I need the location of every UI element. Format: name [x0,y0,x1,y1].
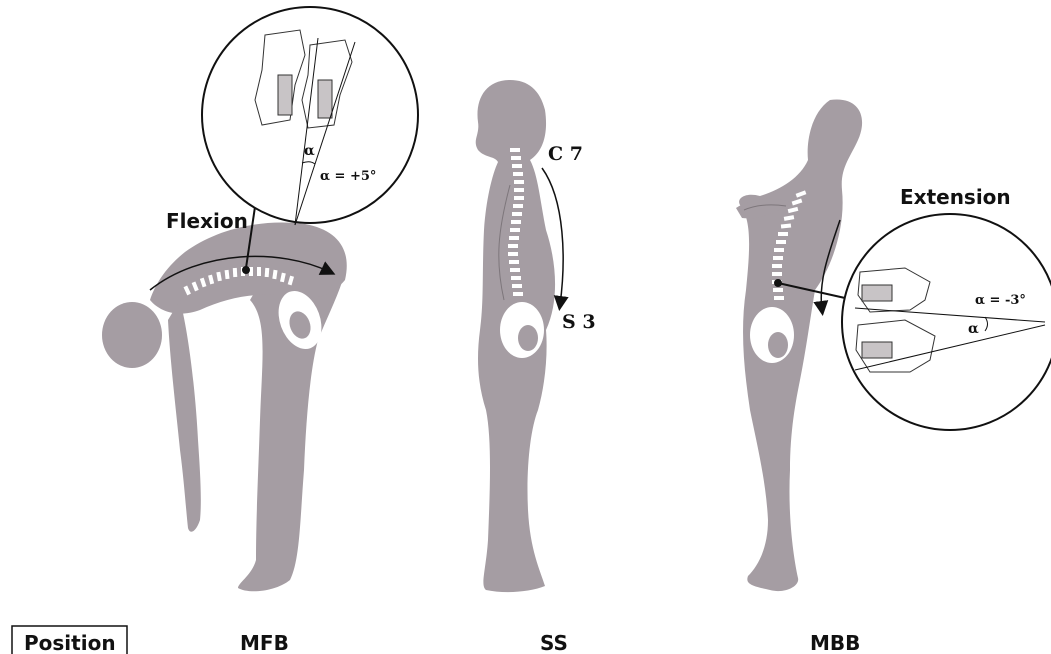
figure-ss: C 7 S 3 [476,80,596,592]
mfb-arm [168,300,201,532]
mbb-alpha-symbol: α [968,321,979,337]
mbb-alpha-value: α = -3° [975,293,1026,308]
col-ss: SS [540,631,568,654]
footer-row: Position MFB SS MBB [12,626,860,654]
mbb-callout-dot [774,279,782,287]
flexion-label: Flexion [166,209,248,233]
figure-mbb: α α = -3° Extension [736,100,1051,592]
col-mfb: MFB [240,631,289,654]
mbb-zoom-circle [842,214,1051,430]
ss-s3-label: S 3 [562,311,596,333]
mfb-callout-dot [242,266,250,274]
ss-c7-label: C 7 [548,143,583,165]
mfb-head [102,302,162,368]
mfb-alpha-value: α = +5° [320,169,376,184]
extension-label: Extension [900,185,1011,209]
mfb-alpha-symbol: α [304,143,315,159]
figure-mfb: α α = +5° Flexion [102,7,418,591]
col-mbb: MBB [810,631,860,654]
position-label: Position [24,631,116,654]
